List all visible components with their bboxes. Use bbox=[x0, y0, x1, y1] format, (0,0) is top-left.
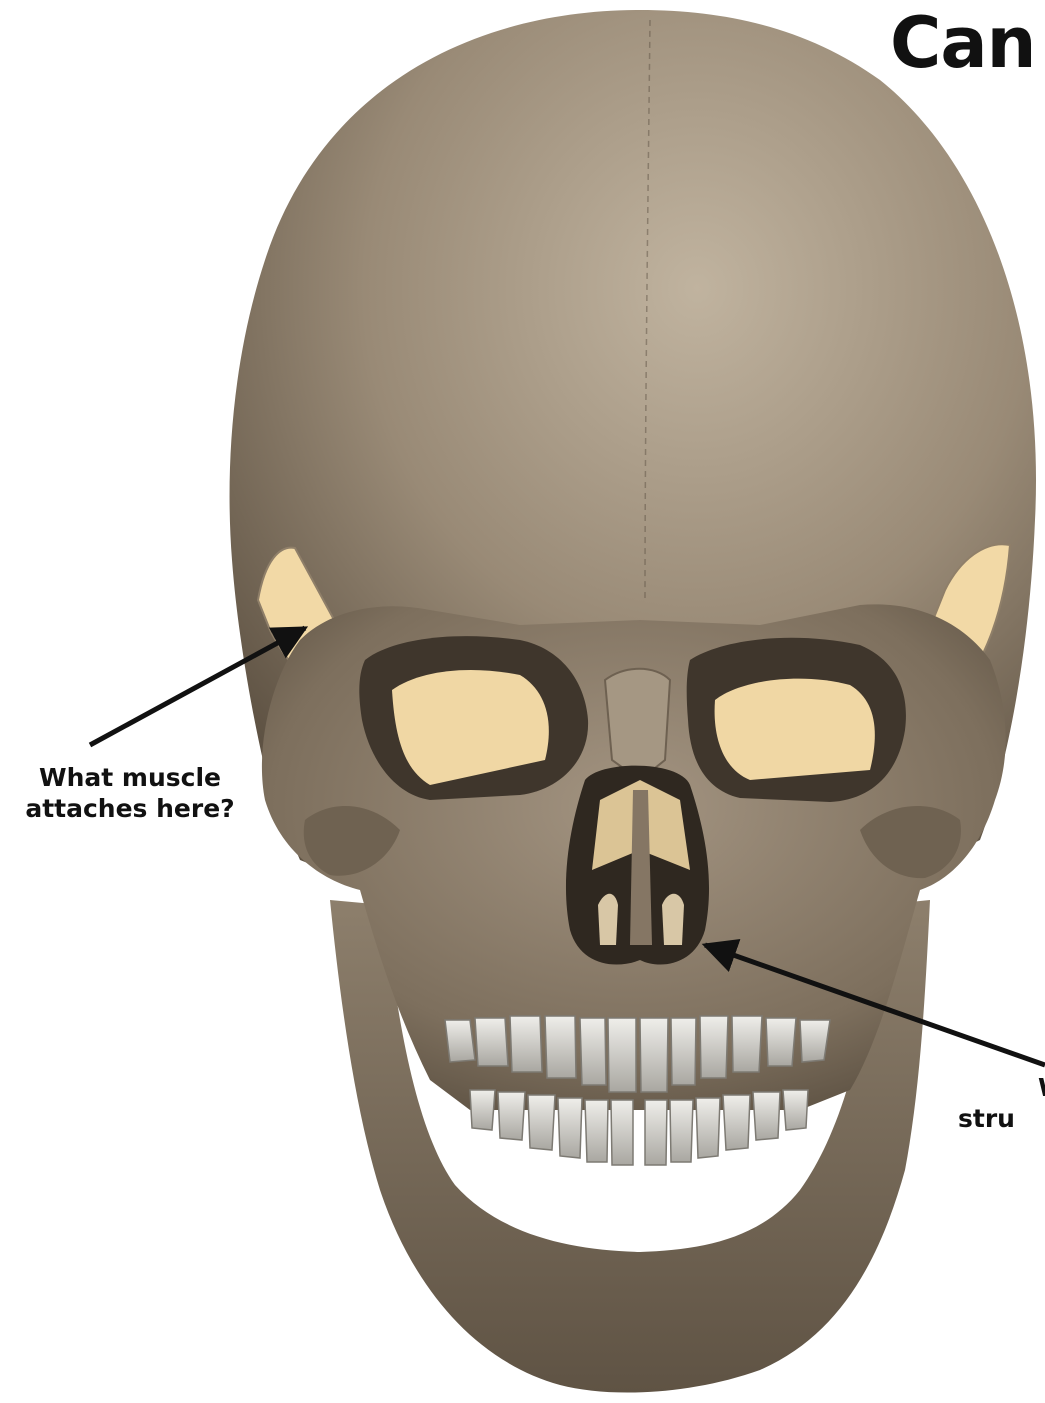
nasal-concha-left bbox=[598, 894, 618, 945]
page-title: Can bbox=[890, 2, 1035, 84]
question-label-temporal: What muscle attaches here? bbox=[4, 762, 256, 824]
question-line: stru bbox=[958, 1103, 1045, 1134]
question-line: W bbox=[958, 1072, 1045, 1103]
orbit-right-wall bbox=[715, 679, 875, 780]
question-label-nasal: W stru bbox=[958, 1072, 1045, 1134]
question-line: attaches here? bbox=[4, 793, 256, 824]
nasal-concha-right bbox=[662, 894, 684, 945]
question-line: What muscle bbox=[4, 762, 256, 793]
